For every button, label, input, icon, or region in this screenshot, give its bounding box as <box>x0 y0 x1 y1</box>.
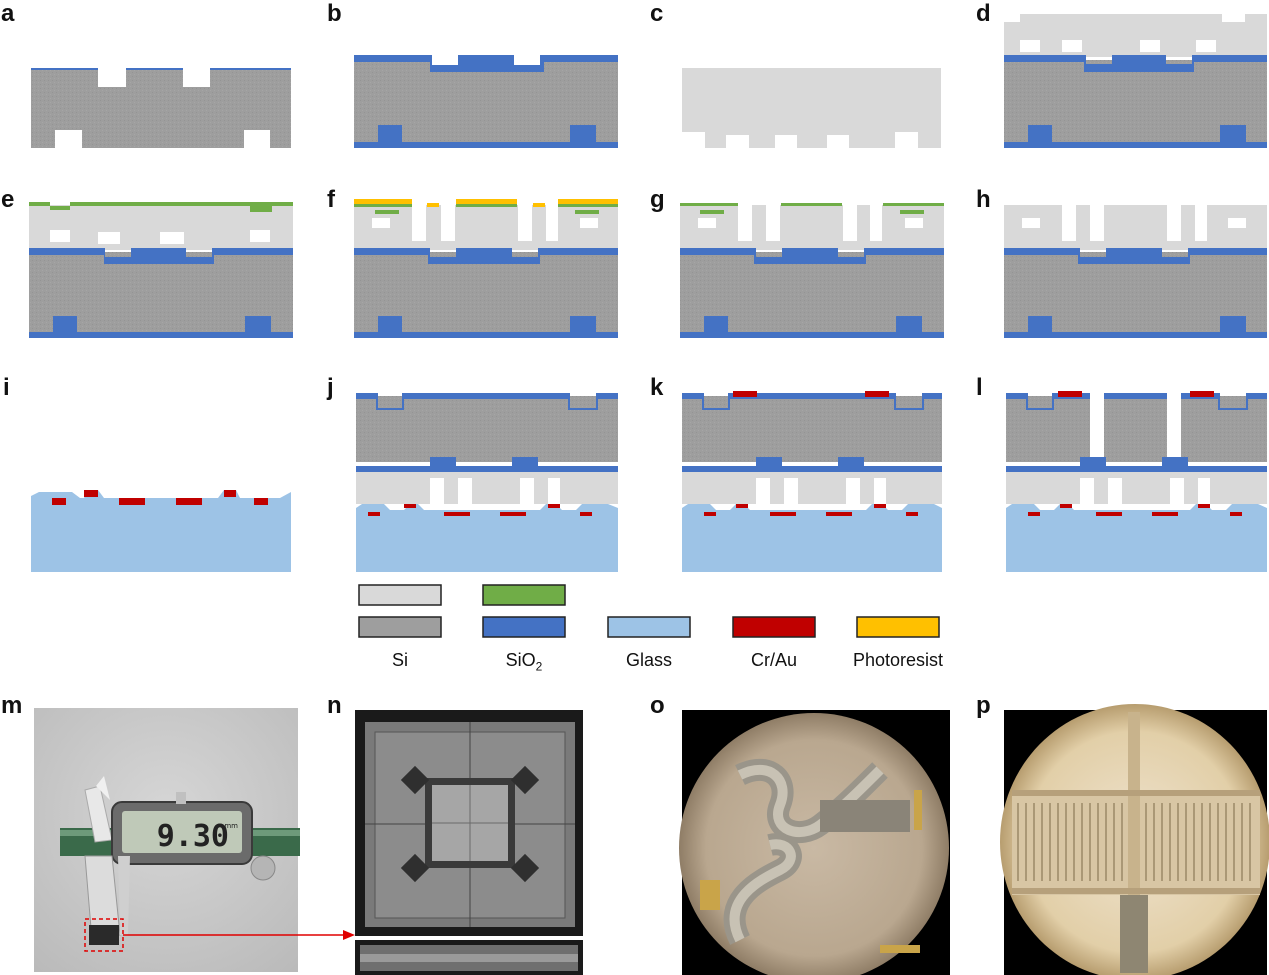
panel-l-cross-section <box>1006 391 1267 572</box>
legend-label-sio2-base: SiO <box>505 650 536 670</box>
caliper-reading: 9.30 <box>157 819 229 854</box>
panel-label-n: n <box>327 692 342 719</box>
legend-swatch-si-dark <box>358 616 442 638</box>
legend-swatch-si-light <box>358 584 442 606</box>
panel-label-j: j <box>327 374 334 401</box>
panel-d-cross-section <box>1004 14 1267 148</box>
connector-arrow <box>123 930 355 940</box>
panel-label-c: c <box>650 0 664 27</box>
panel-label-g: g <box>650 186 665 213</box>
panel-k-cross-section <box>682 391 942 572</box>
legend-swatch-photoresist <box>856 616 940 638</box>
panel-label-i: i <box>3 374 10 401</box>
panel-label-f: f <box>327 186 335 213</box>
panel-a-cross-section <box>31 68 291 148</box>
legend-label-crau: Cr/Au <box>750 650 797 670</box>
panel-i-cross-section <box>31 490 291 572</box>
panel-j-cross-section <box>356 393 618 572</box>
panel-label-l: l <box>976 374 983 401</box>
legend <box>358 584 940 638</box>
panel-e-cross-section <box>29 202 293 338</box>
microscope-image-p <box>1000 704 1269 975</box>
chip-micrograph <box>355 710 583 975</box>
panel-c-cross-section <box>682 68 941 148</box>
panel-g-cross-section <box>680 203 944 338</box>
caliper-unit: mm <box>224 822 238 830</box>
legend-swatch-crau <box>732 616 816 638</box>
microscope-image-o <box>679 710 950 975</box>
panel-label-o: o <box>650 692 665 719</box>
panel-label-a: a <box>1 0 15 27</box>
legend-label-sio2: SiO2 <box>483 650 565 674</box>
legend-label-photoresist: Photoresist <box>852 650 944 670</box>
legend-swatch-sio2 <box>482 616 566 638</box>
panel-label-d: d <box>976 0 991 27</box>
panel-label-m: m <box>1 692 23 719</box>
panel-label-k: k <box>650 374 664 401</box>
panel-label-p: p <box>976 692 991 719</box>
panel-b-cross-section <box>354 55 618 148</box>
legend-label-glass: Glass <box>625 650 672 670</box>
photo-caliper: 9.30 mm <box>34 708 300 972</box>
legend-label-sio2-subscript: 2 <box>535 659 543 674</box>
panel-label-e: e <box>1 186 15 213</box>
panel-label-h: h <box>976 186 991 213</box>
panel-h-cross-section <box>1004 205 1267 338</box>
legend-label-si: Si <box>391 650 408 670</box>
legend-swatch-green <box>482 584 566 606</box>
panel-label-b: b <box>327 0 342 27</box>
legend-swatch-glass <box>607 616 691 638</box>
panel-f-cross-section <box>354 199 618 338</box>
